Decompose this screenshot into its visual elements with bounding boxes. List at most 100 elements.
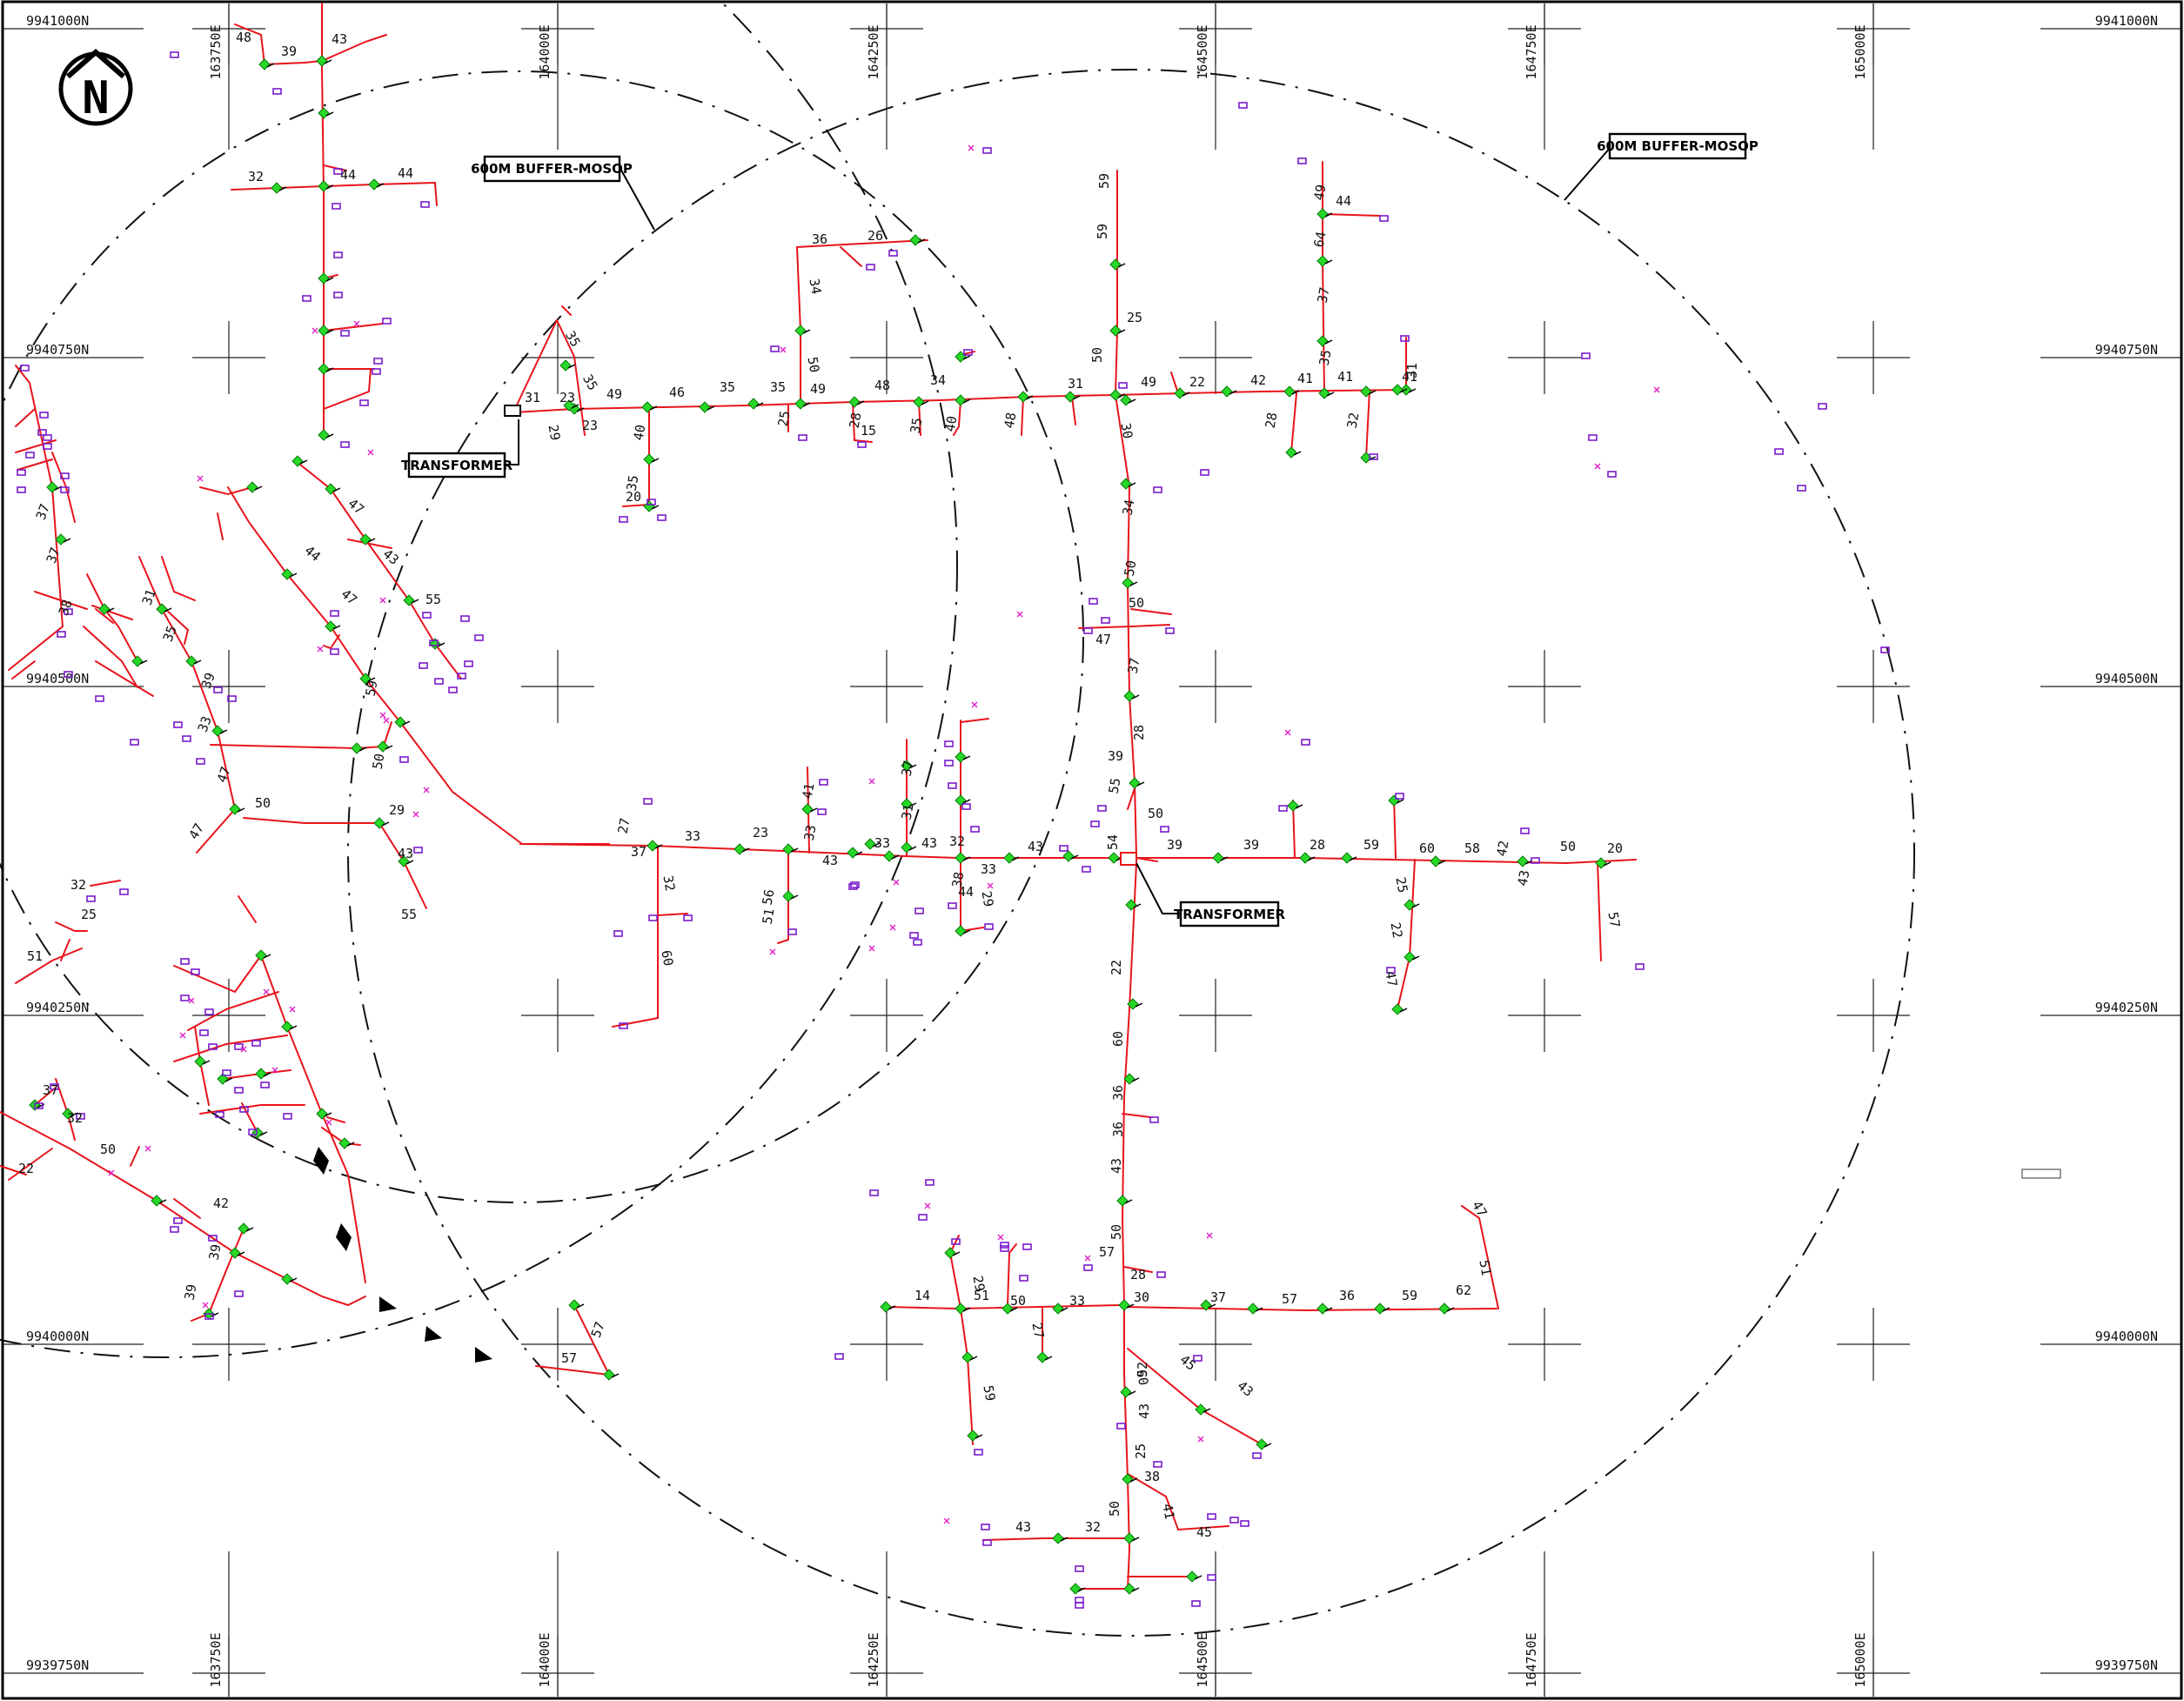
segment-length-label: 23 <box>559 390 575 405</box>
northing-label-right: 9941000N <box>2095 13 2158 29</box>
segment-length-label: 31 <box>1068 376 1083 392</box>
segment-length-label: 43 <box>332 31 347 47</box>
segment-length-label: 38 <box>1144 1469 1160 1484</box>
pole-markers <box>29 55 1611 1595</box>
segment-length-label: 51 <box>27 948 43 964</box>
segment-length-label: 47 <box>1095 632 1111 647</box>
callout-transformer-upper: TRANSFORMER <box>401 458 513 473</box>
segment-length-label: 49 <box>606 386 622 402</box>
segment-length-label: 14 <box>914 1288 930 1303</box>
transformer-lower-icon[interactable] <box>1120 852 1137 866</box>
northing-label-right: 9940250N <box>2095 1000 2158 1015</box>
callout-buffer-right-box[interactable] <box>1608 132 1747 160</box>
segment-length-label: 32 <box>67 1110 83 1126</box>
segment-length-label: 43 <box>1136 1403 1152 1419</box>
segment-length-label: 50 <box>100 1142 116 1157</box>
buffer-circle-southwest <box>0 0 958 1358</box>
segment-length-label: 42 <box>1250 372 1266 388</box>
segment-length-label: 59 <box>980 1384 998 1403</box>
segment-length-label: 50 <box>804 356 822 374</box>
segment-length-label: 57 <box>588 1320 608 1340</box>
segment-length-label: 35 <box>562 328 584 350</box>
segment-length-label: 39 <box>198 671 218 691</box>
segment-length-label: 36 <box>1339 1288 1355 1303</box>
segment-length-label: 35 <box>720 379 735 395</box>
segment-length-label: 15 <box>861 423 876 439</box>
callout-transformer-lower-box[interactable] <box>1179 901 1280 928</box>
segment-length-label: 25 <box>775 410 794 428</box>
segment-length-label: 47 <box>338 586 360 607</box>
segment-length-label: 38 <box>56 598 76 618</box>
segment-length-label: 44 <box>958 884 974 900</box>
segment-length-label: 43 <box>1028 839 1043 854</box>
segment-length-label: 59 <box>1096 173 1112 189</box>
segment-length-label: 33 <box>801 824 820 842</box>
segment-length-label: 50 <box>1010 1293 1026 1309</box>
segment-length-label: 48 <box>1002 412 1020 430</box>
segment-length-label: 30 <box>1134 1289 1149 1305</box>
north-arrow[interactable]: N <box>58 49 133 126</box>
easting-label-bottom: 163750E <box>208 1632 224 1687</box>
segment-length-label: 50 <box>1107 1501 1122 1517</box>
segment-length-label: 46 <box>669 385 685 400</box>
segment-length-label: 27 <box>1028 1322 1047 1340</box>
segment-length-label: 27 <box>615 817 633 835</box>
segment-length-label: 29 <box>969 1275 988 1293</box>
segment-length-label: 22 <box>1387 921 1405 940</box>
segment-length-label: 42 <box>213 1195 229 1211</box>
segment-length-label: 40 <box>631 424 649 442</box>
segment-length-label: 38 <box>949 871 968 889</box>
segment-length-label: 60 <box>658 949 676 968</box>
segment-length-label: 50 <box>1560 839 1576 854</box>
buffer-circle-east <box>347 69 1915 1637</box>
segment-length-label: 43 <box>921 835 937 851</box>
scale-box-icon <box>2021 1169 2061 1179</box>
segment-length-label: 37 <box>33 502 53 522</box>
segment-length-label: 20 <box>1607 840 1623 856</box>
segment-length-label: 55 <box>401 907 417 922</box>
easting-label-bottom: 164750E <box>1524 1632 1539 1687</box>
segment-length-label: 28 <box>1263 412 1281 430</box>
segment-length-label: 57 <box>1605 911 1623 929</box>
segment-length-label: 62 <box>1456 1282 1471 1298</box>
segment-length-label: 33 <box>1069 1293 1085 1309</box>
segment-length-label: 37 <box>1315 286 1333 305</box>
segment-length-label: 52 <box>1135 1362 1150 1377</box>
segment-length-label: 57 <box>1282 1291 1297 1307</box>
segment-length-label: 43 <box>1515 869 1533 887</box>
transformer-upper-icon[interactable] <box>504 405 521 417</box>
segment-length-label: 41 <box>1159 1503 1177 1521</box>
segment-length-label: 25 <box>1392 876 1410 894</box>
segment-length-label: 43 <box>822 853 838 868</box>
segment-length-label: 37 <box>1210 1289 1226 1305</box>
northing-label-left: 9939750N <box>26 1657 89 1673</box>
callout-transformer-upper-box[interactable] <box>407 452 506 479</box>
segment-length-label: 36 <box>1110 1122 1126 1137</box>
segment-length-label: 59 <box>1363 837 1379 853</box>
callout-buffer-left-box[interactable] <box>483 155 621 183</box>
segment-length-label: 50 <box>1148 806 1163 821</box>
northing-label-left: 9940000N <box>26 1329 89 1344</box>
transformer-symbols <box>504 405 2061 1179</box>
segment-length-label: 34 <box>930 372 946 388</box>
segment-length-label: 42 <box>1494 840 1512 858</box>
segment-length-label: 32 <box>949 834 965 849</box>
segment-length-label: 20 <box>626 489 641 505</box>
segment-length-label: 32 <box>1085 1519 1101 1535</box>
segment-length-label: 43 <box>1015 1519 1031 1535</box>
segment-length-label: 35 <box>579 372 601 393</box>
segment-length-label: 29 <box>978 890 996 908</box>
segment-length-label: 39 <box>1167 837 1182 853</box>
easting-label-bottom: 164500E <box>1195 1632 1210 1687</box>
segment-length-label: 36 <box>1110 1085 1126 1101</box>
segment-length-label: 55 <box>1106 777 1124 795</box>
northing-label-left: 9940250N <box>26 1000 89 1015</box>
segment-length-label: 59 <box>363 680 381 698</box>
segment-length-label: 35 <box>160 624 180 644</box>
segment-length-label: 29 <box>545 424 563 442</box>
segment-length-label: 28 <box>1130 1267 1146 1282</box>
segment-length-label: 43 <box>1235 1377 1256 1399</box>
